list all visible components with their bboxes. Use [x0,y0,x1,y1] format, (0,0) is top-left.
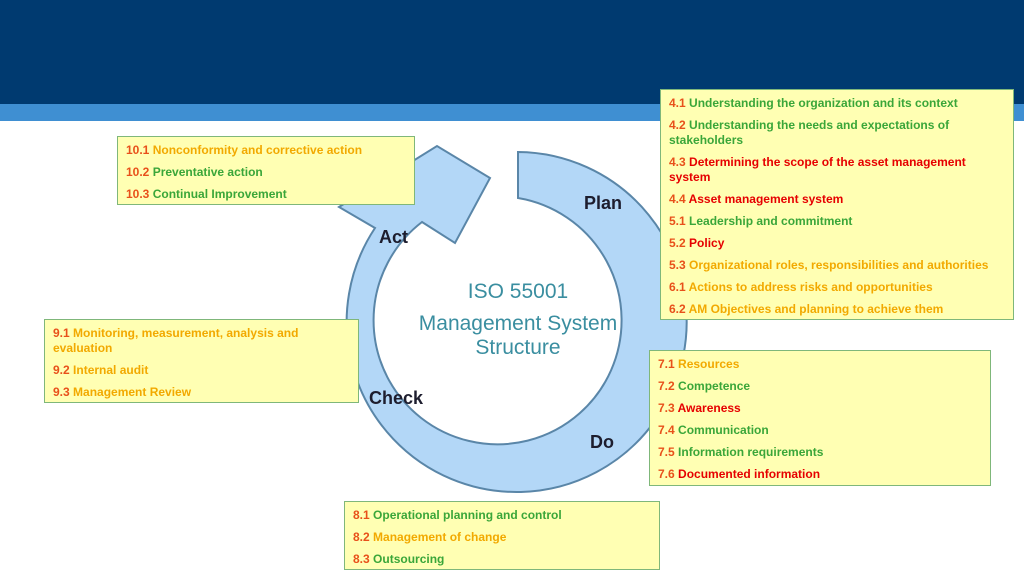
plan-clauses-box: 4.1 Understanding the organization and i… [660,89,1014,320]
clause-item: 9.3 Management Review [53,385,192,399]
center-title-line2: Management System [418,312,618,335]
center-title-line1: ISO 55001 [467,280,569,303]
stage-label-plan: Plan [584,193,623,213]
clause-item: 6.1 Actions to address risks and opportu… [669,280,933,294]
clause-item: 10.1 Nonconformity and corrective action [126,143,363,157]
operation-clauses-box: 8.1 Operational planning and control 8.2… [344,501,660,570]
clause-item: 10.3 Continual Improvement [126,187,287,201]
clause-item: 7.6 Documented information [658,467,821,481]
clause-item: 9.1 Monitoring, measurement, analysis an… [53,326,299,355]
clause-item: 7.4 Communication [658,423,769,437]
clause-item: 7.2 Competence [658,379,751,393]
clause-item: 5.2 Policy [669,236,725,250]
clause-item: 8.3 Outsourcing [353,552,445,566]
header-banner [0,0,1024,104]
diagram-center-title: ISO 55001 Management System Structure [408,280,628,360]
clause-item: 4.2 Understanding the needs and expectat… [669,118,950,147]
stage-label-check: Check [369,388,424,408]
check-clauses-box: 9.1 Monitoring, measurement, analysis an… [44,319,359,403]
clause-item: 7.3 Awareness [658,401,741,415]
clause-item: 7.5 Information requirements [658,445,824,459]
clause-item: 9.2 Internal audit [53,363,149,377]
center-title-line3: Structure [475,336,561,359]
do-clauses-box: 7.1 Resources 7.2 Competence 7.3 Awarene… [649,350,991,486]
clause-item: 6.2 AM Objectives and planning to achiev… [669,302,944,316]
clause-item: 8.2 Management of change [353,530,507,544]
clause-item: 10.2 Preventative action [126,165,263,179]
clause-item: 8.1 Operational planning and control [353,508,562,522]
clause-item: 4.1 Understanding the organization and i… [669,96,958,110]
clause-item: 4.4 Asset management system [669,192,844,206]
act-clauses-box: 10.1 Nonconformity and corrective action… [117,136,415,205]
stage-label-act: Act [379,227,409,247]
stage-label-do: Do [590,432,614,452]
cycle-arrow-shape [337,144,688,493]
clause-item: 4.3 Determining the scope of the asset m… [669,155,966,184]
clause-item: 5.3 Organizational roles, responsibiliti… [669,258,989,272]
clause-item: 5.1 Leadership and commitment [669,214,853,228]
clause-item: 7.1 Resources [658,357,740,371]
